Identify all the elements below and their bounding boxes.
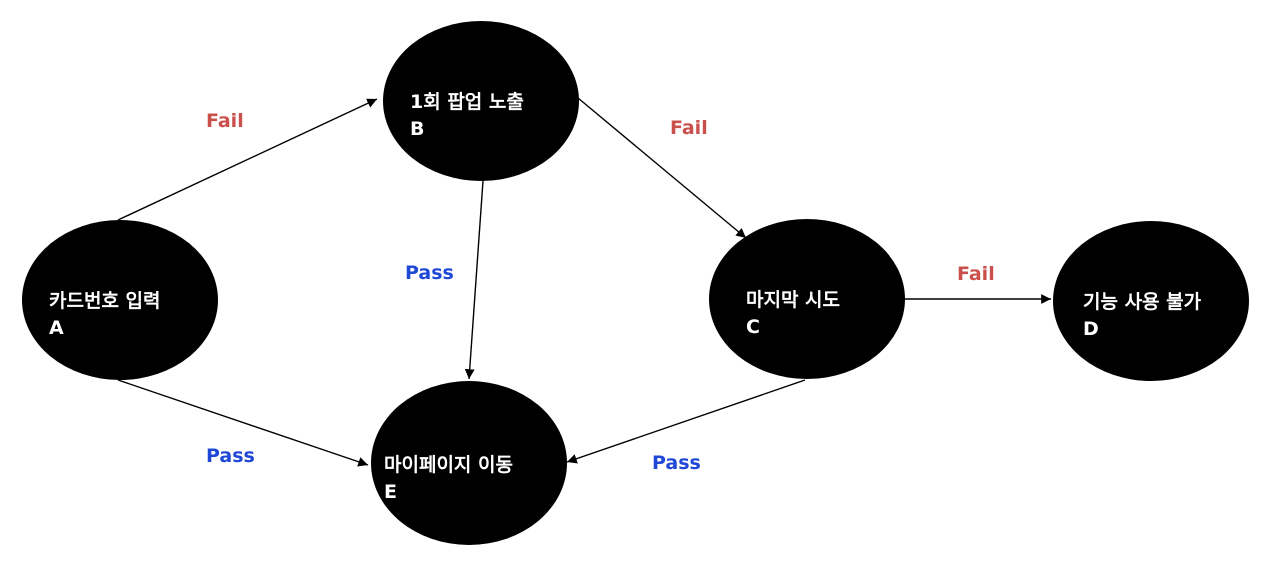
node-c-id: C xyxy=(746,316,760,338)
node-c-shape xyxy=(709,219,905,379)
node-b-shape xyxy=(383,21,579,181)
node-a-id: A xyxy=(49,317,64,339)
edge-label-c-to-d: Fail xyxy=(957,263,995,285)
edge-label-a-to-b: Fail xyxy=(206,110,244,132)
edge-a-to-e xyxy=(117,379,369,467)
node-b-title: 1회 팝업 노출 xyxy=(410,91,524,113)
node-b: 1회 팝업 노출 B xyxy=(383,21,579,181)
edge-a-to-b xyxy=(117,98,378,221)
edge-b-to-e xyxy=(464,180,484,380)
node-a-title: 카드번호 입력 xyxy=(49,290,161,312)
node-d-shape xyxy=(1053,221,1249,381)
edge-c-to-e xyxy=(566,379,806,464)
node-d-id: D xyxy=(1083,318,1099,340)
node-c: 마지막 시도 C xyxy=(709,219,905,379)
node-e-id: E xyxy=(384,481,397,503)
node-a: 카드번호 입력 A xyxy=(22,220,218,380)
node-d-title: 기능 사용 불가 xyxy=(1083,291,1202,313)
node-e-shape xyxy=(371,381,567,545)
edge-label-a-to-e: Pass xyxy=(206,445,255,467)
node-e: 마이페이지 이동 E xyxy=(371,381,567,545)
node-e-title: 마이페이지 이동 xyxy=(384,454,513,476)
node-b-id: B xyxy=(410,118,424,140)
node-d: 기능 사용 불가 D xyxy=(1053,221,1249,381)
edge-label-b-to-e: Pass xyxy=(405,262,454,284)
node-a-shape xyxy=(22,220,218,380)
edge-label-c-to-e: Pass xyxy=(652,452,701,474)
edge-label-b-to-c: Fail xyxy=(670,117,708,139)
node-c-title: 마지막 시도 xyxy=(746,289,840,311)
edge-b-to-c xyxy=(577,97,747,239)
